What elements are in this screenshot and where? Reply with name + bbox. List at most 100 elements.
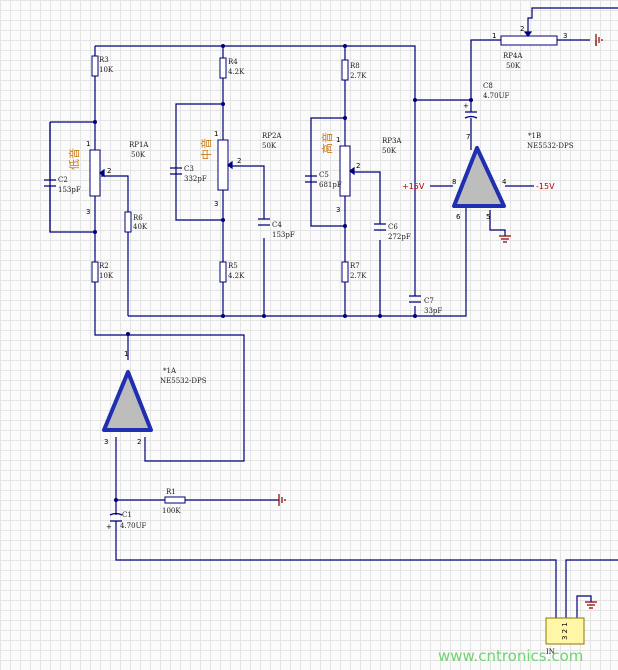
svg-text:3: 3 xyxy=(336,206,340,214)
capacitor-c1: + C1 4.70UF xyxy=(106,511,146,531)
pot-rp4a: 1 2 3 RP4A 50K xyxy=(492,25,567,70)
capacitor-c5: C5 681pF xyxy=(305,171,342,189)
svg-text:2: 2 xyxy=(107,167,111,175)
r5-ref: R5 xyxy=(228,262,238,270)
r1-ref: R1 xyxy=(166,488,176,496)
capacitor-c3: C3 332pF xyxy=(170,165,207,183)
svg-text:+: + xyxy=(463,102,469,110)
svg-text:3: 3 xyxy=(214,200,218,208)
r7-ref: R7 xyxy=(350,262,360,270)
r4-value: 4.2K xyxy=(228,68,245,76)
c4-value: 153pF xyxy=(272,231,295,239)
resistor-r2: R2 10K xyxy=(91,261,114,283)
pot-rp3a: 1 3 2 RP3A 50K 高音 xyxy=(320,132,402,214)
u1a-part: NE5532-DPS xyxy=(160,377,207,385)
r3-value: 10K xyxy=(99,66,114,74)
u1b-ref: *1B xyxy=(528,132,541,140)
svg-text:1: 1 xyxy=(336,136,340,144)
r7-value: 2.7K xyxy=(350,272,367,280)
r3-ref: R3 xyxy=(99,56,109,64)
rp3a-band-label: 高音 xyxy=(320,132,334,154)
pot-rp2a: 1 3 2 RP2A 50K 中音 xyxy=(199,130,282,208)
c1-ref: C1 xyxy=(122,511,132,519)
u1b-part: NE5532-DPS xyxy=(527,142,574,150)
r8-value: 2.7K xyxy=(350,72,367,80)
svg-text:3: 3 xyxy=(86,208,90,216)
c7-ref: C7 xyxy=(424,297,434,305)
c8-value: 4.70UF xyxy=(483,92,509,100)
rp1a-ref: RP1A xyxy=(129,141,149,149)
resistor-r3: R3 10K xyxy=(91,55,114,77)
rp3a-value: 50K xyxy=(382,147,397,155)
rp1a-band-label: 低音 xyxy=(67,148,81,170)
capacitor-c4: C4 153pF xyxy=(258,218,295,239)
c2-value: 153pF xyxy=(58,186,81,194)
rp1a-value: 50K xyxy=(131,151,146,159)
svg-text:3: 3 xyxy=(563,32,567,40)
rp3a-ref: RP3A xyxy=(382,137,402,145)
rp2a-value: 50K xyxy=(262,142,277,150)
svg-text:1: 1 xyxy=(492,32,496,40)
pot-rp1a: 1 3 2 RP1A 50K 低音 xyxy=(67,140,149,216)
jack-ref: IN xyxy=(546,648,555,656)
r2-value: 10K xyxy=(99,272,114,280)
c7-value: 33pF xyxy=(424,307,442,315)
capacitor-c7: C7 33pF xyxy=(409,295,442,315)
c4-ref: C4 xyxy=(272,221,282,229)
wires xyxy=(49,7,618,618)
svg-text:5: 5 xyxy=(486,213,490,221)
c6-ref: C6 xyxy=(388,223,398,231)
r6-ref: R6 xyxy=(133,214,143,222)
input-connector: 3 2 1 IN xyxy=(545,617,585,656)
resistor-r6: R6 40K xyxy=(124,211,148,233)
capacitor-c6: C6 272pF xyxy=(374,223,411,241)
svg-text:1: 1 xyxy=(124,350,128,358)
u1b-vpos: +15V xyxy=(402,182,425,191)
c5-value: 681pF xyxy=(319,181,342,189)
svg-text:2: 2 xyxy=(520,25,524,33)
svg-text:3: 3 xyxy=(104,438,108,446)
resistor-r5: R5 4.2K xyxy=(219,261,245,283)
junctions xyxy=(93,44,473,502)
c2-ref: C2 xyxy=(58,176,68,184)
rp2a-band-label: 中音 xyxy=(199,138,213,160)
r5-value: 4.2K xyxy=(228,272,245,280)
rp4a-ref: RP4A xyxy=(503,52,523,60)
svg-text:2: 2 xyxy=(237,157,241,165)
c6-value: 272pF xyxy=(388,233,411,241)
ground-input xyxy=(585,601,597,609)
resistor-r4: R4 4.2K xyxy=(219,57,245,79)
capacitor-c8: + C8 4.70UF xyxy=(463,82,509,119)
svg-text:+: + xyxy=(106,523,112,531)
ground-rp4 xyxy=(595,34,603,46)
svg-text:6: 6 xyxy=(456,213,461,221)
svg-text:8: 8 xyxy=(452,178,456,186)
c8-ref: C8 xyxy=(483,82,493,90)
svg-text:2: 2 xyxy=(356,162,360,170)
svg-text:2: 2 xyxy=(137,438,141,446)
u1b-vneg: -15V xyxy=(536,182,555,191)
u1a-ref: *1A xyxy=(163,367,177,375)
capacitor-c2: C2 153pF xyxy=(44,122,81,232)
c1-value: 4.70UF xyxy=(120,522,146,530)
watermark: www.cntronics.com xyxy=(438,647,583,665)
svg-text:1: 1 xyxy=(86,140,90,148)
resistor-r1: R1 100K xyxy=(162,488,186,515)
c3-value: 332pF xyxy=(184,175,207,183)
opamp-u1a: 1 2 3 *1A NE5532-DPS xyxy=(102,350,207,446)
svg-text:7: 7 xyxy=(466,133,470,141)
jack-pins: 3 2 1 xyxy=(561,622,569,640)
r4-ref: R4 xyxy=(228,58,238,66)
r1-value: 100K xyxy=(162,507,181,515)
resistor-r8: R8 2.7K xyxy=(341,59,367,81)
r6-value: 40K xyxy=(133,223,148,231)
r2-ref: R2 xyxy=(99,262,109,270)
rp4a-value: 50K xyxy=(506,62,521,70)
c3-ref: C3 xyxy=(184,165,194,173)
opamp-u1b: 7 8 6 5 4 *1B NE5532-DPS +15V -15V xyxy=(402,132,574,221)
c5-ref: C5 xyxy=(319,171,329,179)
svg-text:4: 4 xyxy=(502,178,507,186)
rp2a-ref: RP2A xyxy=(262,132,282,140)
